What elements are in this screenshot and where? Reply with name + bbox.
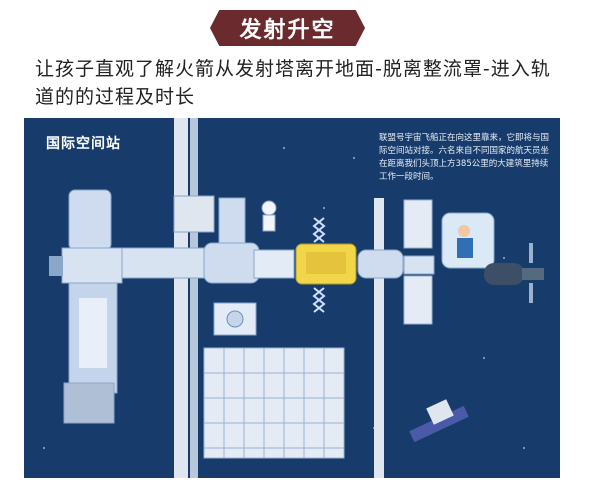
truss-right bbox=[374, 198, 384, 478]
illustration-title: 国际空间站 bbox=[46, 136, 121, 152]
soyuz-spacecraft-icon bbox=[484, 243, 544, 303]
cargo-spacecraft-icon bbox=[409, 399, 469, 443]
space-station-drawing bbox=[43, 118, 544, 478]
spacewalk-astronaut-icon bbox=[261, 200, 277, 232]
astronaut-icon bbox=[458, 225, 470, 237]
module-upper bbox=[68, 189, 112, 251]
solar-array bbox=[203, 347, 345, 459]
radiators bbox=[312, 217, 326, 313]
module-node-2 bbox=[203, 242, 260, 284]
solar-array-right bbox=[403, 199, 433, 325]
section-title-banner: 发射升空 bbox=[210, 10, 365, 46]
module-node bbox=[61, 247, 123, 284]
space-station-illustration: 国际空间站 联盟号宇宙飞船正在向这里靠来，它即将与国际空间站对接。六名来自不同国… bbox=[24, 118, 560, 478]
section-title: 发射升空 bbox=[239, 18, 336, 43]
illustration-info-text: 联盟号宇宙飞船正在向这里靠来，它即将与国际空间站对接。六名来自不同国家的航天员坐… bbox=[379, 133, 550, 182]
caption-text: 让孩子直观了解火箭从发射塔离开地面-脱离整流罩-进入轨道的的过程及时长 bbox=[35, 58, 551, 108]
truss-left bbox=[174, 118, 188, 478]
